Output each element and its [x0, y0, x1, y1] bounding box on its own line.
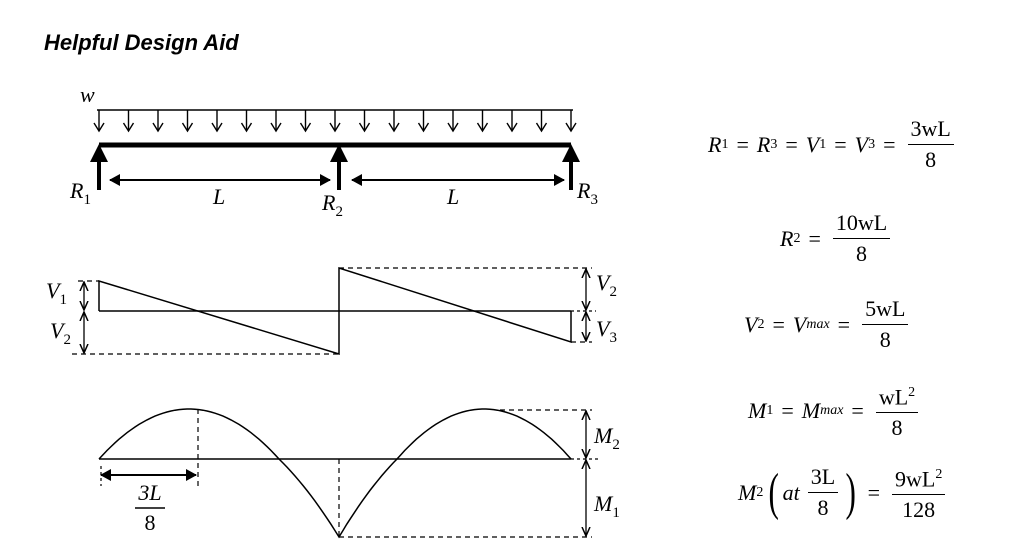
load-arrow	[240, 110, 253, 133]
reaction-arrow-2	[330, 144, 348, 190]
moment-dim-numerator: 3L	[137, 480, 161, 505]
load-label: w	[80, 82, 95, 107]
load-arrow	[152, 110, 164, 133]
reaction-arrow-3	[562, 144, 580, 190]
load-arrow	[329, 110, 341, 133]
load-arrow	[358, 110, 371, 133]
beam-diagram: w R1 R2 R3 L L	[46, 82, 620, 539]
load-arrow	[122, 110, 135, 133]
load-arrow	[181, 110, 194, 133]
reaction-label-r1: R1	[69, 178, 91, 208]
load-arrow	[506, 110, 518, 133]
distributed-load-arrows	[93, 110, 577, 133]
load-arrow	[299, 110, 312, 133]
load-arrow	[388, 110, 400, 133]
beam-group: w R1 R2 R3 L L	[69, 82, 598, 220]
load-arrow	[417, 110, 430, 133]
load-arrow	[476, 110, 489, 133]
moment-diagram: M2 M1 3L 8	[98, 408, 620, 539]
shear-label-v1: V1	[46, 278, 67, 308]
load-arrow	[535, 110, 548, 133]
load-arrow	[447, 110, 459, 133]
load-arrow	[565, 110, 577, 133]
moment-curve	[98, 408, 572, 539]
moment-dim-denominator: 8	[145, 510, 156, 535]
shear-diagram: V1 V2 V2 V3	[46, 266, 617, 356]
load-arrow	[93, 110, 105, 133]
page-title: Helpful Design Aid	[44, 30, 239, 55]
shear-curve	[98, 266, 572, 356]
load-arrow	[211, 110, 223, 133]
reaction-label-r3: R3	[576, 178, 598, 208]
moment-label-m1: M1	[593, 491, 620, 521]
span-left-label: L	[212, 184, 225, 209]
load-arrow	[270, 110, 282, 133]
reaction-label-r2: R2	[321, 190, 343, 220]
span-right-label: L	[446, 184, 459, 209]
shear-label-v2-right: V2	[596, 270, 617, 300]
shear-label-v3: V3	[596, 316, 617, 346]
shear-label-v2-left: V2	[50, 318, 71, 348]
reaction-arrow-1	[90, 144, 108, 190]
moment-label-m2: M2	[593, 423, 620, 453]
